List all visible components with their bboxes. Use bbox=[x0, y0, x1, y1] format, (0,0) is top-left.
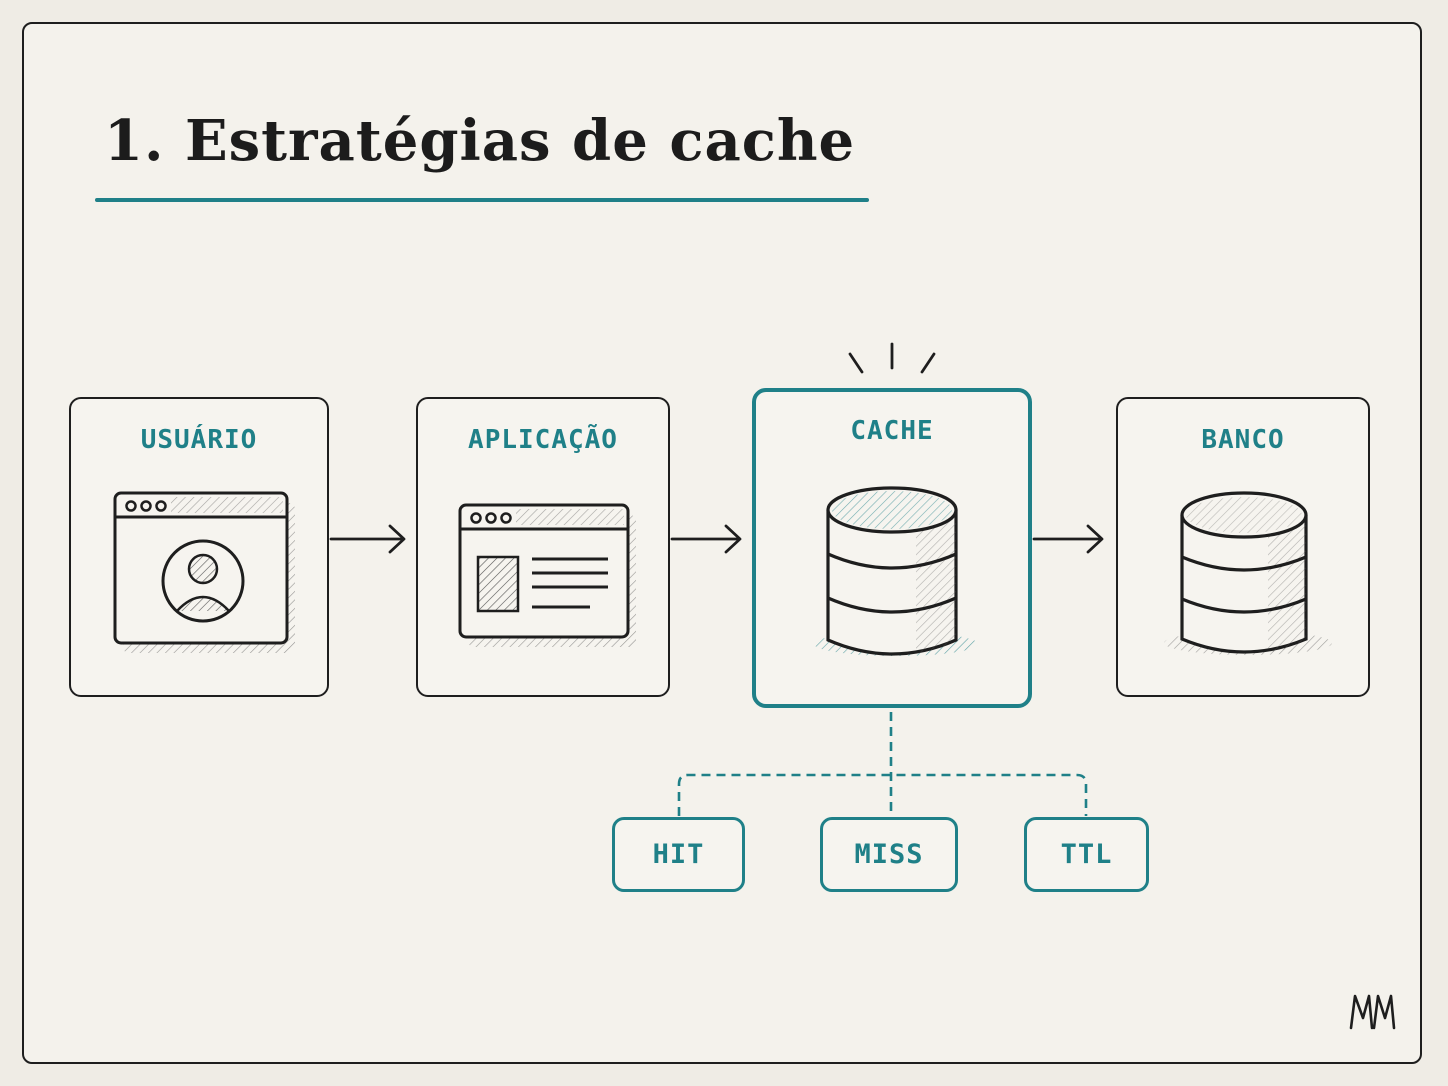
cache-outcome-tree bbox=[677, 712, 1088, 816]
title-underline bbox=[95, 198, 869, 202]
page-title: 1. Estratégias de cache bbox=[104, 108, 856, 174]
app-window-icon bbox=[458, 503, 636, 647]
cache-outcome-miss: MISS bbox=[820, 817, 958, 892]
node-cache: CACHE bbox=[752, 388, 1032, 708]
user-browser-window-icon bbox=[113, 491, 295, 653]
node-label-banco: BANCO bbox=[1201, 425, 1285, 455]
database-icon bbox=[814, 486, 978, 656]
node-label-cache: CACHE bbox=[850, 416, 934, 446]
arrow-usuario-to-aplicacao bbox=[329, 524, 406, 554]
cache-outcome-ttl: TTL bbox=[1024, 817, 1149, 892]
signature-mark bbox=[1349, 994, 1396, 1030]
node-banco: BANCO bbox=[1116, 397, 1370, 697]
node-label-aplicacao: APLICAÇÃO bbox=[468, 425, 618, 455]
node-aplicacao: APLICAÇÃO bbox=[416, 397, 670, 697]
cache-outcome-hit: HIT bbox=[612, 817, 745, 892]
node-label-usuario: USUÁRIO bbox=[140, 425, 258, 455]
arrow-cache-to-banco bbox=[1032, 524, 1104, 554]
arrow-aplicacao-to-cache bbox=[670, 524, 742, 554]
node-usuario: USUÁRIO bbox=[69, 397, 329, 697]
cache-highlight-ticks bbox=[848, 342, 936, 374]
database-icon bbox=[1164, 491, 1332, 655]
